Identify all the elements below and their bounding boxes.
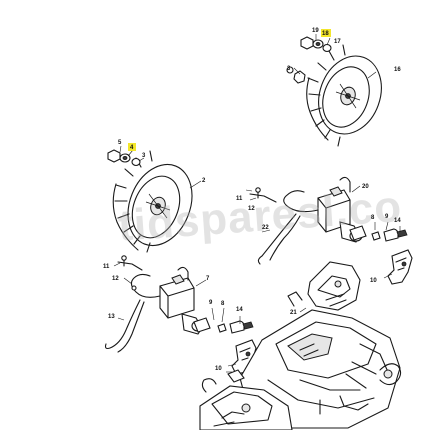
callout-12-upper[interactable]: 12 <box>248 206 255 212</box>
callout-11-upper[interactable]: 11 <box>236 196 243 202</box>
callout-4[interactable]: 4 <box>130 145 134 151</box>
callout-7[interactable]: 7 <box>206 276 210 282</box>
callout-3-lower[interactable]: 3 <box>142 153 146 159</box>
callout-19[interactable]: 19 <box>312 28 319 34</box>
callout-21[interactable]: 21 <box>290 310 297 316</box>
callout-22[interactable]: 22 <box>262 225 269 231</box>
callout-3-upper[interactable]: 3 <box>287 66 291 72</box>
spark-plug-boot-upper[interactable] <box>349 225 408 242</box>
callout-10-upper[interactable]: 10 <box>370 278 377 284</box>
bracket-upper[interactable] <box>387 249 413 285</box>
callout-8-lower[interactable]: 8 <box>221 301 225 307</box>
callout-5[interactable]: 5 <box>118 140 122 146</box>
callout-4-highlight <box>128 143 136 151</box>
callout-20[interactable]: 20 <box>362 184 369 190</box>
callout-18[interactable]: 18 <box>322 31 329 37</box>
callout-8-upper[interactable]: 8 <box>371 215 375 221</box>
callout-9-lower[interactable]: 9 <box>209 300 213 306</box>
callout-14-upper[interactable]: 14 <box>394 218 401 224</box>
wire-harness-upper <box>257 190 319 265</box>
callout-17[interactable]: 17 <box>334 39 341 45</box>
flywheel-lower[interactable] <box>112 150 203 255</box>
callout-16[interactable]: 16 <box>394 67 401 73</box>
callout-2[interactable]: 2 <box>202 178 206 184</box>
wire-harness-lower <box>104 273 161 353</box>
nut-washer-lower[interactable] <box>107 149 141 167</box>
engine-housing[interactable] <box>239 261 402 429</box>
callout-labels: 19 18 17 16 3 5 4 3 2 11 20 12 22 8 9 14… <box>103 28 401 372</box>
callout-9-upper[interactable]: 9 <box>385 214 389 220</box>
flywheel-upper[interactable] <box>306 44 392 147</box>
spark-plug-boot-lower[interactable] <box>193 317 254 334</box>
callout-18-highlight <box>321 29 331 37</box>
callout-12-lower[interactable]: 12 <box>112 276 119 282</box>
nut-washer-upper[interactable] <box>286 36 332 84</box>
bottom-crankcase-fragment[interactable] <box>199 369 293 430</box>
callout-10-lower[interactable]: 10 <box>215 366 222 372</box>
callout-11-lower[interactable]: 11 <box>103 264 110 270</box>
callout-13[interactable]: 13 <box>108 314 115 320</box>
callout-14-lower[interactable]: 14 <box>236 307 243 313</box>
